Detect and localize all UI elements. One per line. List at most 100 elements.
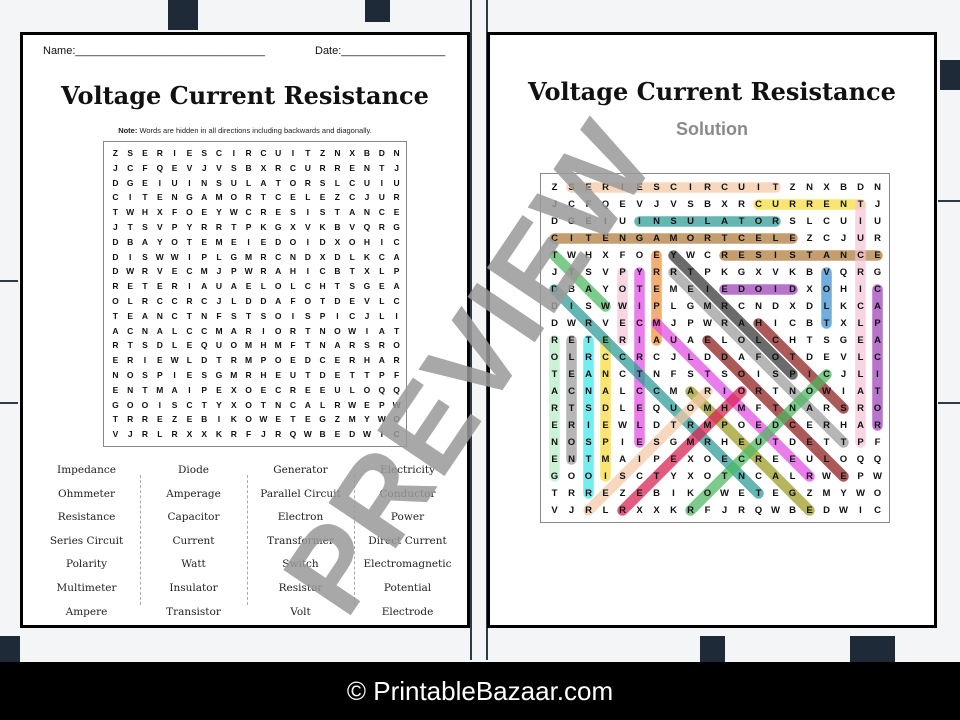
grid-letter: L	[157, 429, 163, 440]
grid-letter: G	[737, 267, 746, 278]
grid-letter: O	[618, 284, 627, 295]
grid-letter: N	[585, 386, 592, 397]
grid-letter: C	[636, 386, 643, 397]
word-list-item: Ampere	[65, 605, 108, 618]
grid-letter: E	[112, 355, 119, 366]
grid-letter: D	[806, 352, 813, 363]
grid-letter: O	[567, 471, 576, 482]
grid-letter: V	[840, 352, 847, 363]
grid-letter: N	[171, 192, 178, 203]
grid-letter: R	[349, 355, 356, 366]
footer-copyright: © PrintableBazaar.com	[0, 662, 960, 720]
grid-letter: M	[215, 192, 223, 203]
grid-letter: W	[771, 505, 780, 516]
grid-letter: W	[229, 207, 238, 218]
grid-letter: V	[772, 267, 779, 278]
grid-letter: E	[602, 233, 609, 244]
grid-letter: O	[873, 488, 882, 499]
grid-letter: A	[874, 301, 881, 312]
grid-letter: I	[380, 177, 383, 188]
word-list-item: Conductor	[379, 487, 436, 500]
highlight-directcurrent	[549, 284, 764, 499]
grid-letter: T	[186, 310, 192, 321]
grid-letter: I	[173, 370, 176, 380]
grid-letter: A	[585, 369, 592, 380]
grid-letter: Q	[393, 384, 400, 395]
grid-letter: U	[857, 233, 864, 244]
grid-letter: D	[260, 296, 267, 306]
grid-letter: I	[638, 335, 641, 346]
grid-letter: A	[171, 384, 178, 395]
grid-letter: N	[840, 250, 847, 261]
grid-letter: A	[275, 296, 282, 306]
grid-letter: D	[704, 352, 711, 363]
grid-letter: R	[245, 370, 252, 380]
grid-letter: E	[806, 505, 813, 516]
grid-letter: G	[567, 216, 576, 227]
grid-letter: E	[772, 454, 779, 465]
grid-letter: C	[171, 296, 178, 306]
grid-letter: I	[306, 266, 309, 277]
grid-letter: O	[839, 454, 848, 465]
grid-letter: H	[319, 281, 326, 292]
grid-letter: M	[245, 355, 253, 366]
grid-letter: O	[771, 352, 780, 363]
grid-letter: L	[687, 352, 694, 363]
grid-letter: E	[349, 296, 356, 306]
grid-letter: O	[274, 281, 282, 292]
grid-letter: U	[806, 454, 813, 465]
grid-letter: J	[127, 429, 133, 440]
grid-letter: S	[755, 250, 762, 261]
grid-letter: I	[621, 437, 624, 448]
grid-letter: E	[823, 352, 830, 363]
grid-letter: C	[823, 233, 830, 244]
grid-letter: C	[289, 162, 297, 173]
grid-letter: S	[142, 340, 148, 351]
grid-letter: D	[789, 437, 796, 448]
grid-letter: C	[186, 266, 193, 277]
grid-letter: T	[231, 222, 237, 232]
grid-letter: F	[585, 199, 592, 210]
grid-letter: T	[305, 370, 311, 380]
grid-letter: E	[823, 199, 830, 210]
grid-letter: E	[738, 488, 745, 499]
grid-letter: T	[772, 182, 779, 193]
grid-letter: T	[823, 318, 830, 329]
grid-letter: E	[772, 488, 779, 499]
grid-letter: E	[806, 420, 813, 431]
grid-letter: E	[393, 207, 400, 218]
grid-letter: D	[304, 355, 311, 366]
grid-letter: C	[289, 399, 297, 410]
grid-letter: O	[584, 471, 593, 482]
grid-letter: U	[670, 335, 677, 346]
grid-letter: J	[216, 266, 222, 277]
grid-letter: R	[568, 420, 575, 431]
grid-letter: C	[670, 182, 677, 193]
grid-letter: P	[201, 251, 208, 262]
grid-letter: L	[806, 216, 813, 227]
grid-letter: L	[171, 340, 178, 351]
grid-letter: E	[602, 335, 609, 346]
grid-letter: A	[687, 335, 694, 346]
grid-letter: S	[290, 207, 296, 218]
grid-letter: S	[687, 369, 694, 380]
grid-letter: M	[245, 340, 253, 351]
grid-letter: E	[186, 148, 193, 158]
word-list-item: Watt	[181, 558, 206, 571]
grid-letter: D	[378, 148, 385, 158]
grid-letter: E	[156, 355, 163, 366]
grid-letter: M	[200, 266, 208, 277]
grid-letter: C	[738, 454, 745, 465]
grid-letter: C	[215, 148, 223, 158]
grid-letter: A	[721, 216, 728, 227]
grid-letter: E	[840, 471, 847, 482]
grid-letter: A	[156, 325, 163, 336]
grid-letter: E	[585, 182, 592, 193]
highlight-conductor	[685, 369, 832, 516]
grid-letter: B	[568, 284, 575, 295]
grid-letter: R	[823, 403, 830, 414]
grid-letter: U	[304, 162, 311, 173]
grid-letter: O	[737, 335, 746, 346]
